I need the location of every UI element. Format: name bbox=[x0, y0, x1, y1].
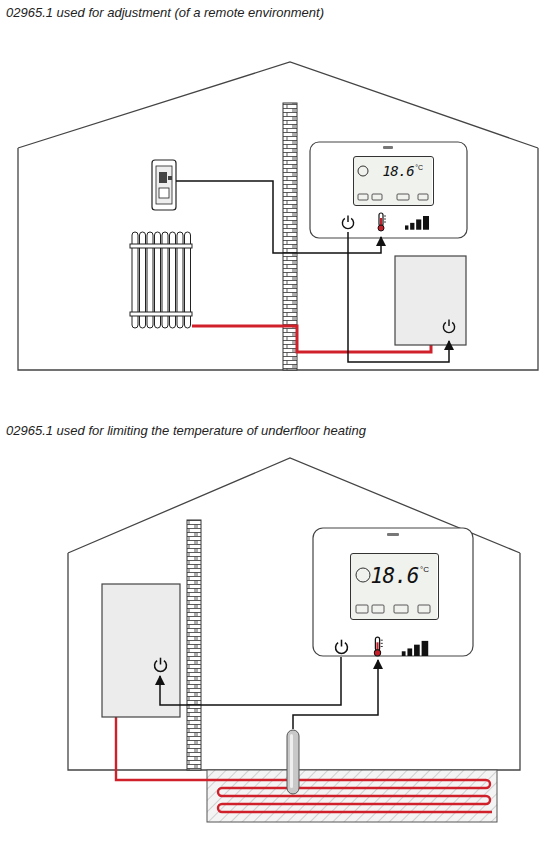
probe-highlight bbox=[290, 734, 293, 788]
lcd-ground bbox=[353, 156, 432, 206]
brick-wall bbox=[187, 520, 201, 770]
radiator-bottom-pipe bbox=[130, 312, 192, 316]
house-outline bbox=[18, 62, 538, 370]
floor-probe bbox=[287, 730, 299, 794]
house-outline bbox=[68, 458, 520, 770]
figure-caption: 02965.1 used for limiting the temperatur… bbox=[6, 423, 366, 438]
temperature-unit: °C bbox=[415, 164, 423, 171]
sensor-body bbox=[152, 160, 176, 210]
thermostat-housing bbox=[310, 142, 467, 238]
brick-wall bbox=[283, 103, 297, 370]
remote-sensor bbox=[152, 160, 176, 210]
probe-wire bbox=[293, 660, 378, 729]
display-readout: 18.6°C bbox=[351, 554, 438, 587]
radiator-top-pipe bbox=[130, 244, 192, 248]
power-symbol bbox=[443, 320, 454, 333]
signal-bars bbox=[402, 641, 428, 656]
lcd-key bbox=[418, 194, 428, 200]
brand-mark bbox=[383, 146, 393, 149]
temperature-reading: 18.6 bbox=[382, 164, 414, 178]
house-top bbox=[18, 62, 538, 370]
signal-bars bbox=[405, 216, 429, 230]
lcd-mode-icon bbox=[356, 568, 370, 582]
radiator bbox=[130, 232, 192, 328]
power-symbol bbox=[155, 658, 167, 672]
underfloor-coil bbox=[116, 717, 492, 812]
sensor-led bbox=[168, 176, 172, 180]
temperature-reading: 18.6 bbox=[370, 566, 419, 587]
lcd-key bbox=[356, 605, 368, 613]
figure-caption: 02965.1 used for adjustment (of a remote… bbox=[6, 5, 324, 20]
control-wire bbox=[160, 657, 341, 705]
control-wire bbox=[348, 232, 449, 362]
thermometer-symbol bbox=[378, 213, 386, 231]
lcd-key bbox=[358, 194, 368, 200]
sensor-face bbox=[156, 166, 172, 204]
thermostat-housing bbox=[313, 528, 473, 656]
lcd-key bbox=[372, 194, 382, 200]
lcd-key bbox=[394, 605, 408, 613]
display-readout: 18.6°C bbox=[354, 157, 433, 178]
thermostat-display: 18.6°C bbox=[350, 553, 439, 620]
lcd-key bbox=[397, 194, 409, 200]
sensor-wire bbox=[176, 181, 381, 253]
power-symbol bbox=[342, 216, 353, 229]
thermostat-display: 18.6°C bbox=[353, 156, 434, 206]
lcd-key bbox=[372, 605, 384, 613]
boiler bbox=[102, 584, 180, 717]
temperature-unit: °C bbox=[420, 566, 429, 574]
house-bottom bbox=[68, 458, 520, 770]
probe-body bbox=[287, 730, 299, 794]
sensor-button bbox=[159, 188, 169, 198]
brand-mark bbox=[387, 533, 399, 536]
sensor-window bbox=[159, 172, 167, 183]
power-symbol bbox=[336, 640, 348, 654]
lcd-key bbox=[418, 605, 430, 613]
lcd-ground bbox=[350, 553, 437, 620]
thermometer-symbol bbox=[374, 637, 382, 656]
boiler bbox=[395, 256, 466, 345]
lcd-mode-icon bbox=[358, 166, 368, 176]
